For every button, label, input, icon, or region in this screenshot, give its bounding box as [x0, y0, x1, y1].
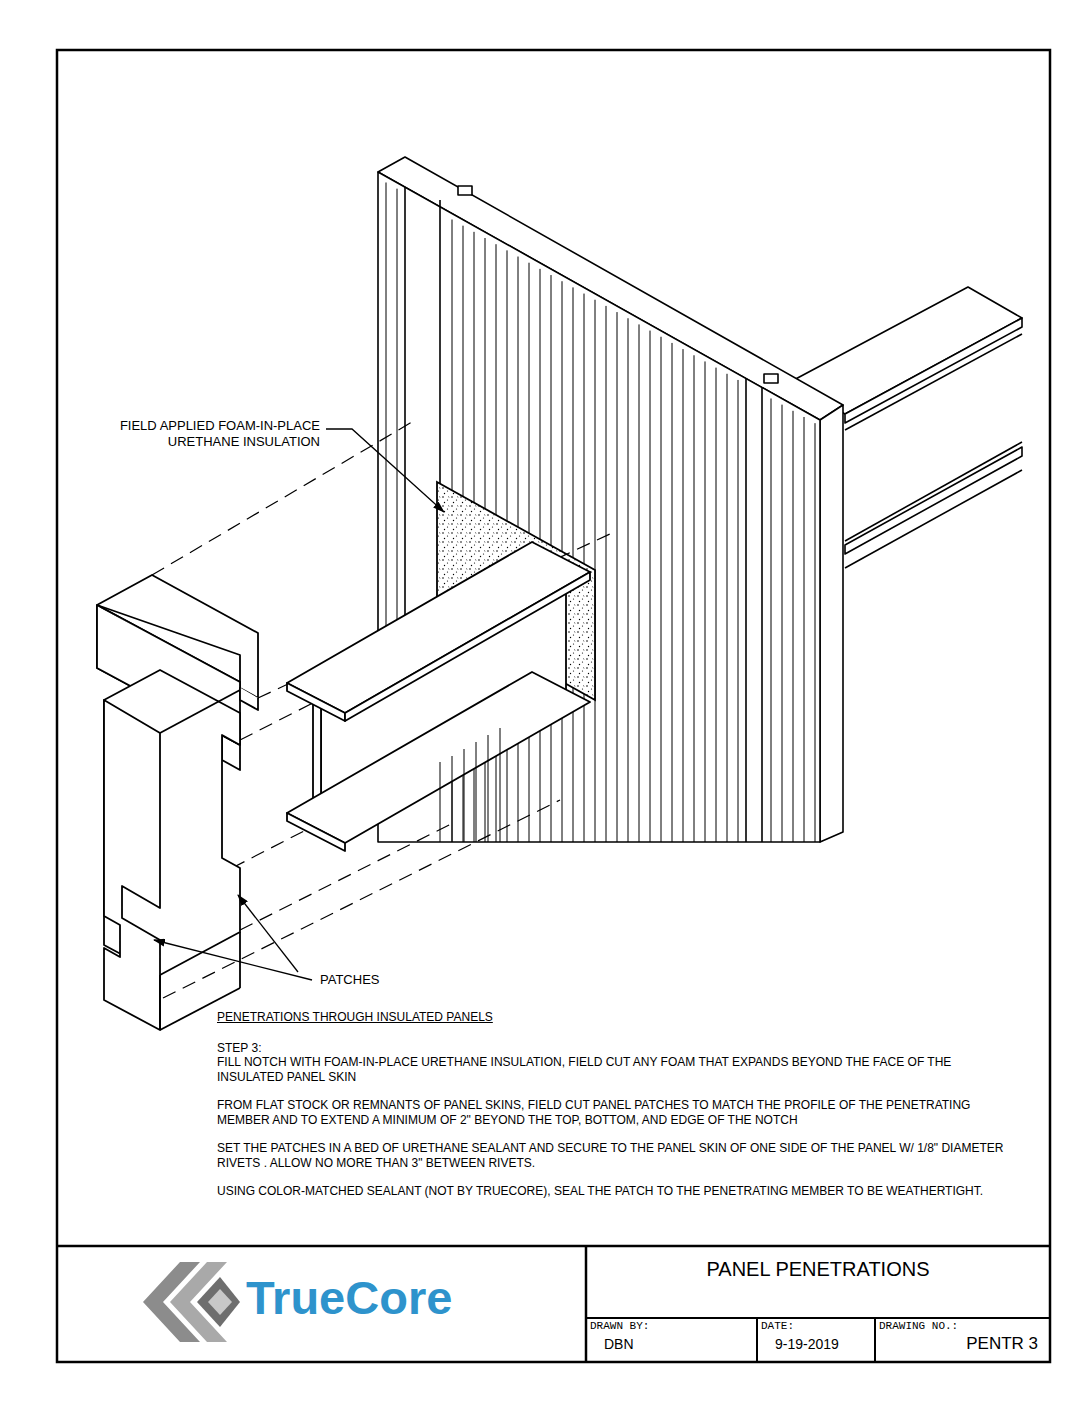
field-value: PENTR 3	[893, 1333, 1038, 1355]
title-block-cell: DRAWN BY:DBN	[586, 1318, 757, 1362]
field-name: DRAWN BY:	[590, 1320, 749, 1333]
field-value: 9-19-2019	[775, 1333, 867, 1355]
note-text: USING COLOR-MATCHED SEALANT (NOT BY TRUE…	[217, 1184, 1007, 1199]
note-text: FILL NOTCH WITH FOAM-IN-PLACE URETHANE I…	[217, 1055, 1007, 1084]
note-heading: PENETRATIONS THROUGH INSULATED PANELS	[217, 1010, 1007, 1025]
field-name: DATE:	[761, 1320, 867, 1333]
callout-label: FIELD APPLIED FOAM-IN-PLACE URETHANE INS…	[84, 418, 320, 449]
logo-mark	[143, 1262, 240, 1342]
notes-block: PENETRATIONS THROUGH INSULATED PANELS STE…	[217, 1010, 1007, 1199]
note-step: STEP 3:	[217, 1041, 1007, 1056]
field-value: DBN	[604, 1333, 749, 1355]
callout-label: PATCHES	[320, 972, 410, 988]
note-text: FROM FLAT STOCK OR REMNANTS OF PANEL SKI…	[217, 1098, 1007, 1127]
sheet-title: PANEL PENETRATIONS	[586, 1257, 1050, 1281]
title-block-cell: DRAWING NO.:PENTR 3	[875, 1318, 1050, 1362]
logo-text: TrueCore	[246, 1272, 546, 1324]
note-text: SET THE PATCHES IN A BED OF URETHANE SEA…	[217, 1141, 1007, 1170]
field-name: DRAWING NO.:	[879, 1320, 1042, 1333]
title-block-cell: DATE:9-19-2019	[757, 1318, 875, 1362]
